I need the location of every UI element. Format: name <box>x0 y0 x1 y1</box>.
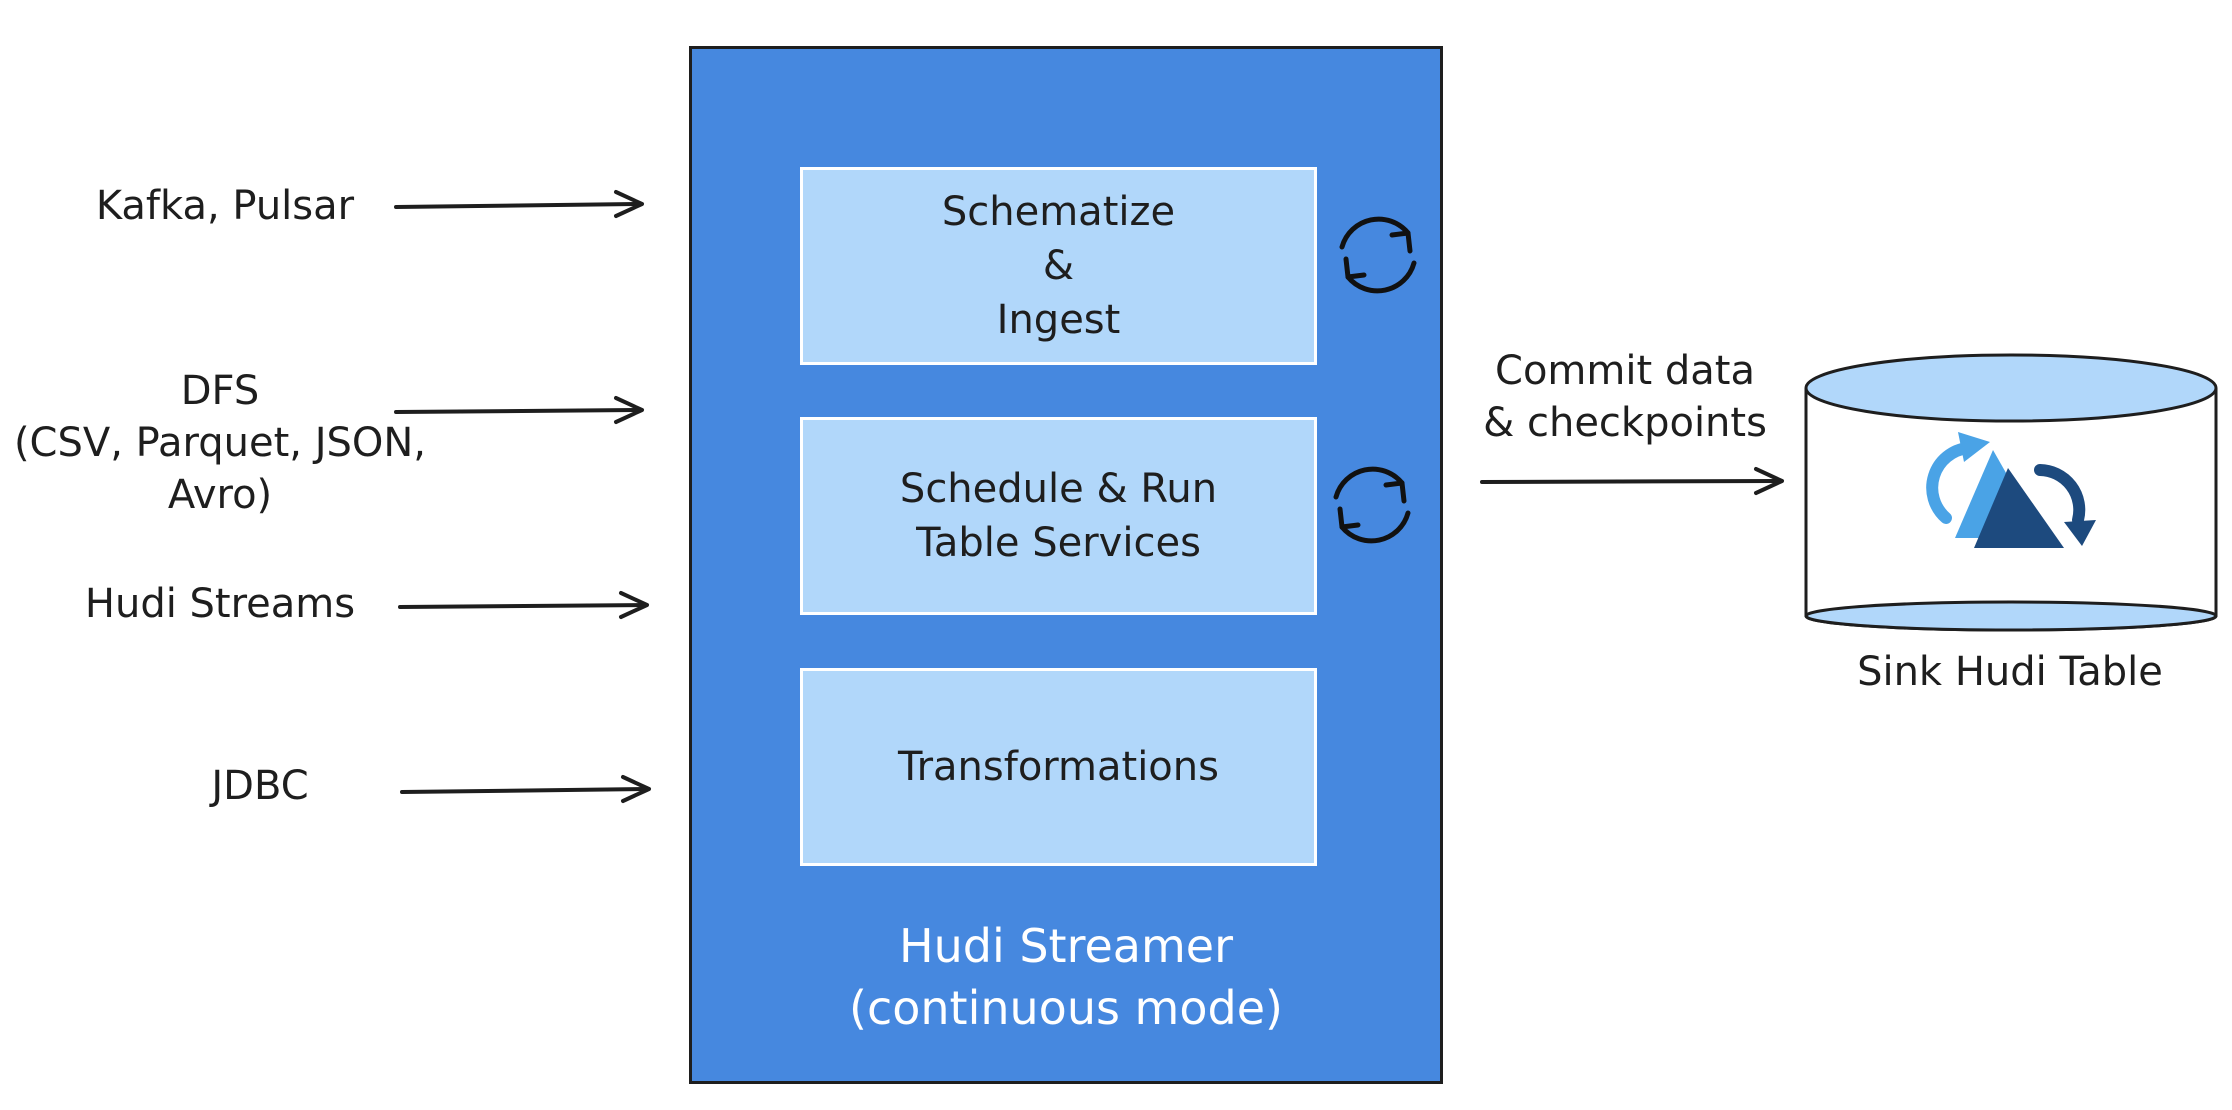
refresh-cycle-icon <box>1333 466 1411 544</box>
source-label-kafka: Kafka, Pulsar <box>95 183 355 229</box>
arrow-commit <box>1480 467 1784 495</box>
sink-table-label: Sink Hudi Table <box>1857 649 2163 695</box>
stage-schedule-run: Schedule & Run Table Services <box>800 417 1317 615</box>
arrow-right-icon <box>614 190 644 218</box>
stage-label: Schematize & Ingest <box>941 189 1176 343</box>
stage-schematize-ingest: Schematize & Ingest <box>800 167 1317 365</box>
source-label-dfs: DFS (CSV, Parquet, JSON, Avro) <box>13 368 427 518</box>
arrow-right-icon <box>614 396 644 424</box>
commit-label: Commit data & checkpoints <box>1483 348 1767 446</box>
arrow-kafka <box>394 190 644 218</box>
stage-label: Schedule & Run Table Services <box>899 466 1218 566</box>
stage-transformations: Transformations <box>800 668 1317 866</box>
arrow-right-icon <box>621 775 651 803</box>
refresh-cycle-icon <box>1339 216 1417 294</box>
stage-label: Transformations <box>898 744 1219 790</box>
hudi-logo-icon <box>1926 432 2096 548</box>
arrow-hudi-streams <box>398 591 649 619</box>
arrow-jdbc <box>400 775 651 803</box>
source-label-hudi-streams: Hudi Streams <box>84 581 356 627</box>
arrow-right-icon <box>619 591 649 619</box>
arrow-right-icon <box>1754 467 1784 495</box>
arrow-dfs <box>394 396 644 424</box>
source-label-jdbc: JDBC <box>211 763 309 809</box>
hudi-streamer-label: Hudi Streamer (continuous mode) <box>849 919 1283 1035</box>
